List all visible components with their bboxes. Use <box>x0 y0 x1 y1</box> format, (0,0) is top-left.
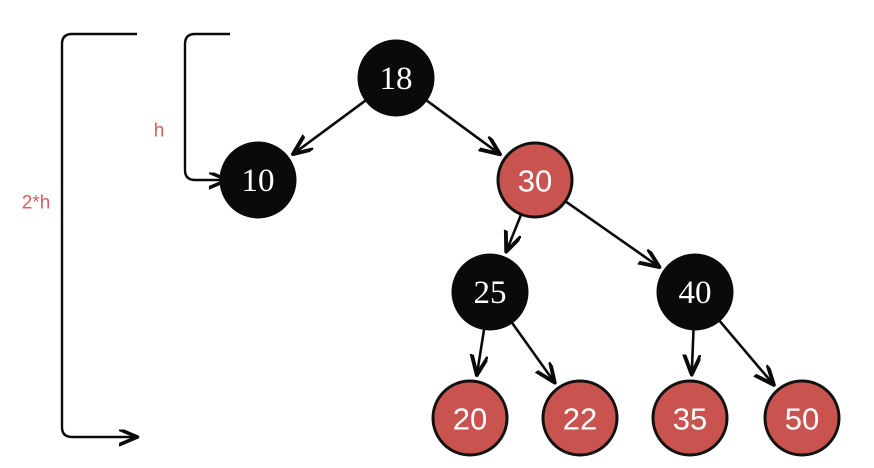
tree-edges-group <box>293 99 774 384</box>
node-label-35: 35 <box>673 402 707 437</box>
tree-edge-n25-to-n22 <box>511 322 554 382</box>
node-label-30: 30 <box>518 164 552 199</box>
bracket-h-line <box>183 32 230 180</box>
tree-node-30[interactable]: 30 <box>496 141 574 219</box>
tree-edge-n30-to-n40 <box>565 200 659 267</box>
tree-nodes-group: 18 10 30 25 40 20 22 35 50 <box>219 39 841 457</box>
node-circle-30[interactable] <box>496 141 574 219</box>
tree-edge-n18-to-n10 <box>293 99 367 154</box>
node-circle-25[interactable] <box>451 253 529 331</box>
tree-node-25[interactable]: 25 <box>451 253 529 331</box>
tree-edge-n30-to-n25 <box>506 214 523 251</box>
node-circle-18[interactable] <box>357 39 435 117</box>
tree-node-22[interactable]: 22 <box>541 379 619 457</box>
node-circle-10[interactable] <box>219 141 297 219</box>
tree-node-18[interactable]: 18 <box>357 39 435 117</box>
tree-edge-n40-to-n35 <box>692 329 694 374</box>
tree-node-20[interactable]: 20 <box>431 379 509 457</box>
tree-node-35[interactable]: 35 <box>651 379 729 457</box>
bracket-h-label: h <box>154 121 165 142</box>
node-label-40: 40 <box>679 275 712 311</box>
tree-edge-n18-to-n30 <box>425 99 500 153</box>
node-circle-35[interactable] <box>651 379 729 457</box>
tree-edge-n25-to-n20 <box>477 329 484 375</box>
node-label-22: 22 <box>563 402 597 437</box>
bracket-2h-label: 2*h <box>22 193 51 214</box>
node-circle-50[interactable] <box>763 379 841 457</box>
annotation-brackets-group: 2*h h <box>22 32 230 437</box>
bracket-2h-line <box>60 32 137 437</box>
node-circle-40[interactable] <box>656 253 734 331</box>
tree-node-50[interactable]: 50 <box>763 379 841 457</box>
node-label-25: 25 <box>474 275 507 311</box>
tree-node-10[interactable]: 10 <box>219 141 297 219</box>
node-label-20: 20 <box>453 402 487 437</box>
node-label-18: 18 <box>380 61 413 97</box>
node-label-50: 50 <box>785 402 819 437</box>
node-circle-20[interactable] <box>431 379 509 457</box>
node-circle-22[interactable] <box>541 379 619 457</box>
node-label-10: 10 <box>242 163 275 199</box>
tree-edge-n40-to-n50 <box>718 320 774 384</box>
tree-node-40[interactable]: 40 <box>656 253 734 331</box>
